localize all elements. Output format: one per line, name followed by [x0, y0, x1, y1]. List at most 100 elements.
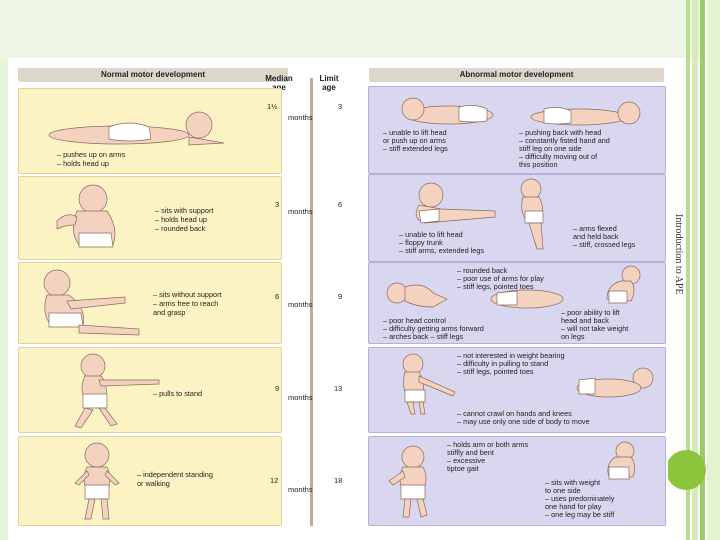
abnormal-text: – stiff arms, extended legs	[399, 246, 485, 255]
abnormal-text: – poor ability to lift	[561, 308, 620, 317]
limit-age: 18	[334, 476, 343, 485]
abnormal-header: Abnormal motor development	[369, 68, 664, 82]
normal-header: Normal motor development	[18, 68, 288, 82]
median-age: 6	[275, 292, 280, 301]
abnormal-text: or push up on arms	[383, 136, 446, 145]
abnormal-text: head and back	[561, 316, 609, 325]
baby-prone-illustration	[48, 111, 225, 146]
median-age: 9	[275, 384, 280, 393]
baby-abnormal-illustration	[402, 353, 456, 415]
normal-text: or walking	[137, 479, 170, 488]
abnormal-text: – one leg may be stiff	[545, 510, 615, 519]
limit-age-header: Limit age	[319, 74, 339, 92]
baby-abnormal-illustration	[386, 282, 448, 308]
normal-text: – sits with support	[155, 206, 214, 215]
abnormal-card-stage-1: – unable to lift head or push up on arms…	[368, 86, 666, 174]
abnormal-text: stiff leg on one side	[519, 144, 582, 153]
abnormal-text: – difficulty getting arms forward	[383, 324, 484, 333]
abnormal-card-stage-5: – holds arm or both arms stiffly and ben…	[368, 436, 666, 526]
abnormal-text: – poor head control	[383, 316, 446, 325]
normal-text: – sits without support	[153, 290, 222, 299]
abnormal-text: – stiff extended legs	[383, 144, 448, 153]
abnormal-card-stage-2: – unable to lift head – floppy trunk – s…	[368, 174, 666, 262]
normal-card-stage-2: – sits with support – holds head up – ro…	[18, 176, 282, 260]
baby-abnormal-illustration	[607, 441, 635, 480]
normal-text: – independent standing	[137, 470, 213, 479]
normal-text: – rounded back	[155, 224, 206, 233]
motor-development-figure: Normal motor development Median age Limi…	[12, 64, 668, 528]
abnormal-text: – unable to lift head	[383, 128, 447, 137]
slide-right-stripe	[707, 0, 720, 540]
abnormal-card-stage-3: – rounded back – poor use of arms for pl…	[368, 262, 666, 344]
abnormal-text: stiffly and bent	[447, 448, 494, 457]
abnormal-text: – not interested in weight bearing	[457, 351, 565, 360]
baby-supported-sit-illustration	[56, 184, 116, 248]
median-age: 3	[275, 200, 280, 209]
months-label: months	[288, 300, 313, 309]
months-label: months	[288, 393, 313, 402]
abnormal-text: – stiff legs, pointed toes	[457, 282, 534, 291]
normal-card-stage-4: – pulls to stand	[18, 347, 282, 433]
limit-age: 3	[338, 102, 343, 111]
median-age-header: Median age	[265, 74, 293, 92]
normal-text: and grasp	[153, 308, 186, 317]
baby-abnormal-illustration	[490, 289, 564, 309]
baby-independent-sit-illustration	[43, 269, 140, 336]
abnormal-text: – stiff, crossed legs	[573, 240, 636, 249]
slide-right-stripe	[700, 0, 705, 540]
abnormal-text: – pushing back with head	[519, 128, 602, 137]
median-age: 1½	[267, 102, 278, 111]
slide-left-stripe	[0, 58, 8, 540]
normal-card-stage-3: – sits without support – arms free to re…	[18, 262, 282, 344]
abnormal-text: – holds arm or both arms	[447, 440, 529, 449]
slide-right-stripe	[692, 0, 698, 540]
abnormal-text: one hand for play	[545, 502, 602, 511]
months-label: months	[288, 207, 313, 216]
abnormal-text: – arches back – stiff legs	[383, 332, 464, 341]
baby-abnormal-illustration	[606, 265, 641, 304]
baby-abnormal-illustration	[415, 182, 496, 224]
abnormal-text: to one side	[545, 486, 581, 495]
abnormal-text: – may use only one side of body to move	[457, 417, 590, 426]
abnormal-text: – floppy trunk	[399, 238, 443, 247]
abnormal-card-stage-4: – not interested in weight bearing – dif…	[368, 347, 666, 433]
normal-text: – holds head up	[57, 159, 109, 168]
slide-top-band	[0, 0, 700, 58]
limit-age: 9	[338, 292, 343, 301]
abnormal-text: and held back	[573, 232, 619, 241]
limit-age: 13	[334, 384, 343, 393]
slide-number-circle	[666, 450, 706, 490]
baby-abnormal-illustration	[576, 367, 654, 398]
months-label: months	[288, 113, 313, 122]
abnormal-text: – will not take weight	[561, 324, 629, 333]
limit-age: 6	[338, 200, 343, 209]
baby-abnormal-illustration	[520, 178, 544, 250]
abnormal-text: – stiff legs, pointed toes	[457, 367, 534, 376]
abnormal-text: – poor use of arms for play	[457, 274, 544, 283]
abnormal-text: – unable to lift head	[399, 230, 463, 239]
baby-abnormal-illustration	[401, 97, 641, 126]
abnormal-text: – rounded back	[457, 266, 508, 275]
abnormal-text: tiptoe gait	[447, 464, 479, 473]
age-timeline	[310, 78, 313, 526]
normal-text: – arms free to reach	[153, 299, 219, 308]
normal-card-stage-1: – pushes up on arms – holds head up	[18, 88, 282, 174]
abnormal-text: – sits with weight	[545, 478, 601, 487]
abnormal-text: this position	[519, 160, 558, 169]
baby-standing-illustration	[74, 442, 120, 520]
slide-caption: Introduction to APE	[668, 214, 684, 334]
normal-card-stage-5: – independent standing or walking	[18, 436, 282, 526]
slide-caption-text: Introduction to APE	[673, 214, 684, 295]
abnormal-text: – difficulty in pulling to stand	[457, 359, 549, 368]
normal-text: – holds head up	[155, 215, 207, 224]
abnormal-text: on legs	[561, 332, 585, 341]
abnormal-text: – uses predominately	[545, 494, 615, 503]
abnormal-text: – arms flexed	[573, 224, 617, 233]
abnormal-text: – constantly fisted hand and	[519, 136, 610, 145]
abnormal-text: – excessive	[447, 456, 486, 465]
normal-text: – pushes up on arms	[57, 150, 126, 159]
months-label: months	[288, 485, 313, 494]
baby-pull-to-stand-illustration	[74, 353, 160, 429]
abnormal-text: – difficulty moving out of	[519, 152, 598, 161]
baby-abnormal-illustration	[388, 445, 428, 518]
